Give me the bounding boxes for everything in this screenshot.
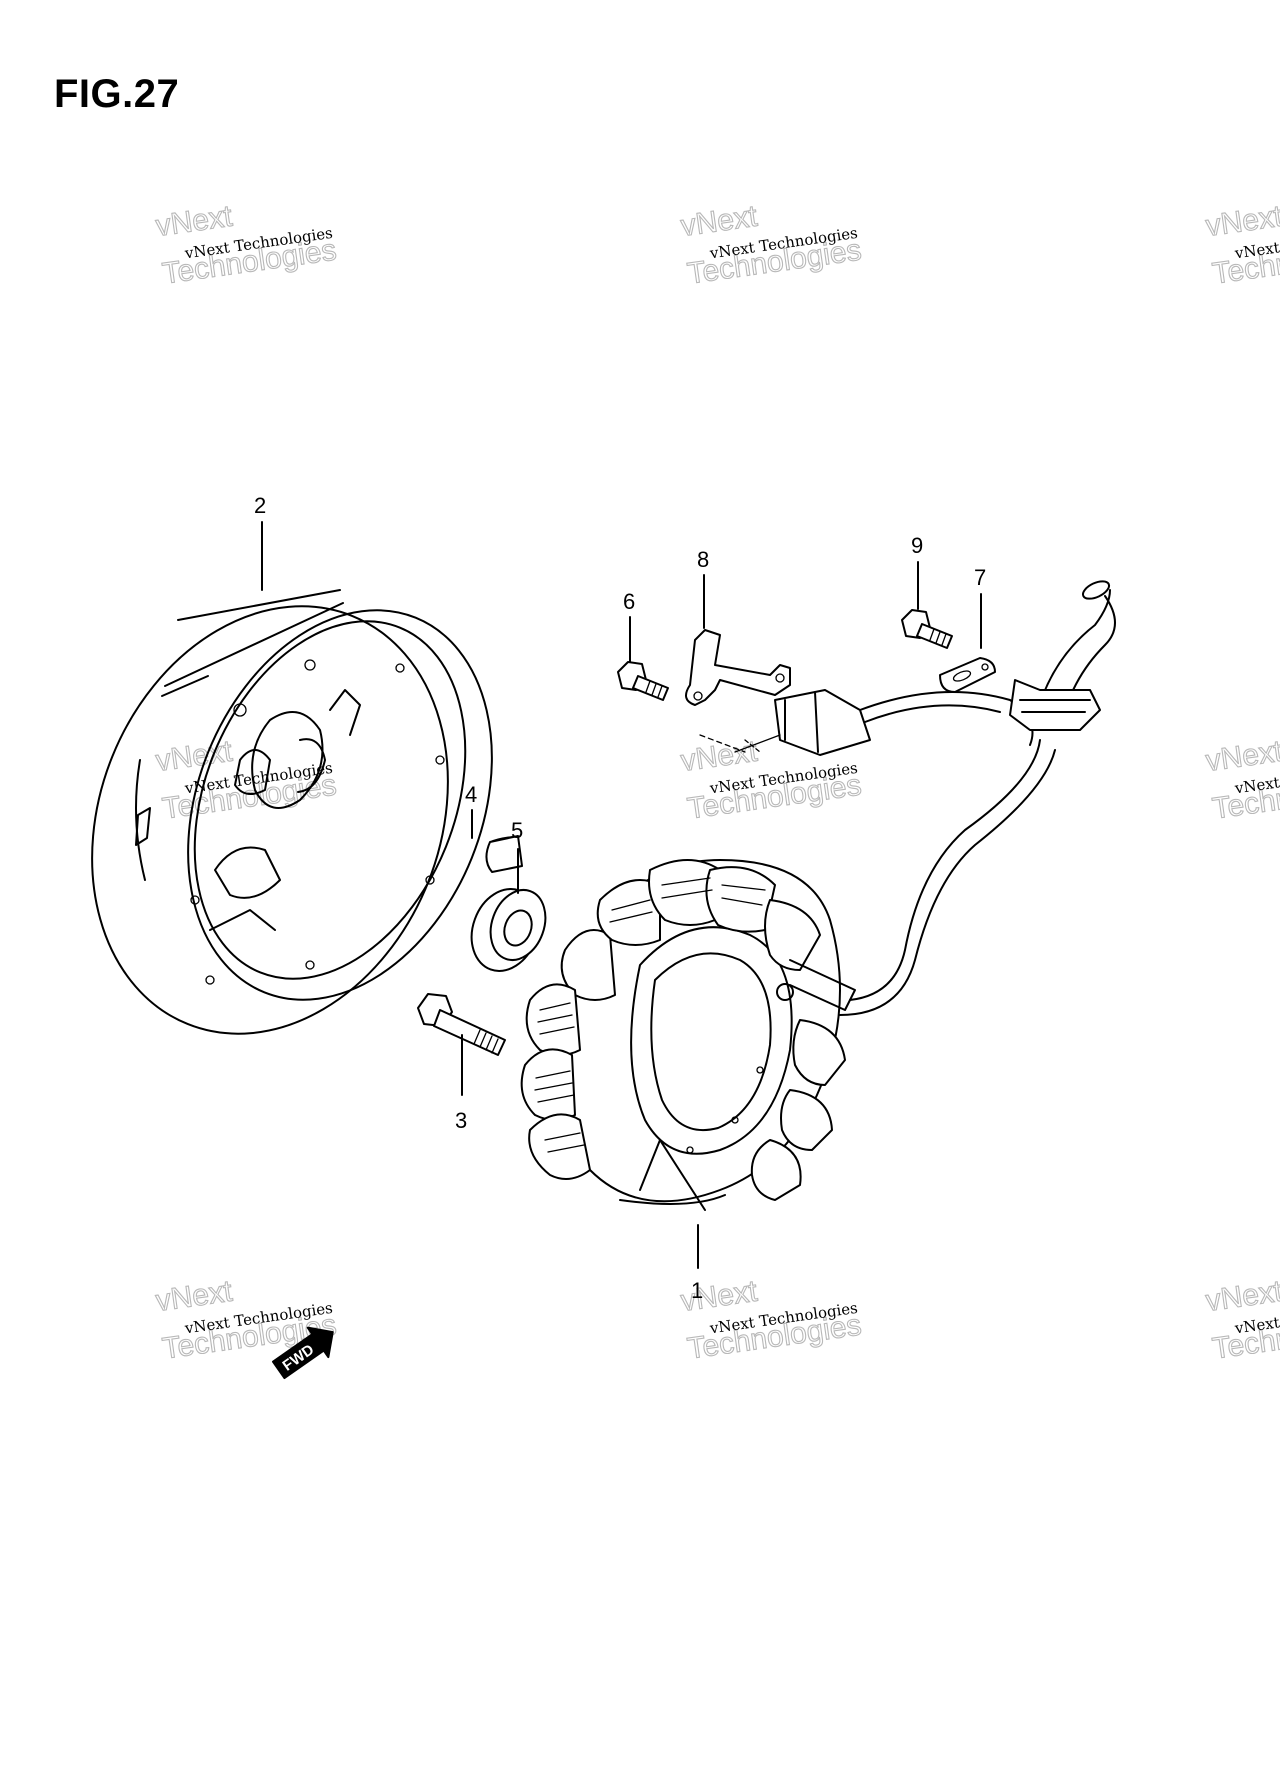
spacer [470, 888, 547, 972]
callout-5: 5 [511, 818, 523, 894]
callout-4: 4 [465, 782, 477, 839]
watermark: vNext Technologies vNext Technologies [678, 199, 864, 291]
woodruff-key [485, 835, 523, 873]
watermark: vNext Technologies vNext Technologies [153, 734, 339, 826]
callout-label-9: 9 [911, 533, 923, 558]
callout-3: 3 [455, 1034, 467, 1133]
watermark: vNext Technologies vNext Technologies [1203, 1274, 1280, 1366]
watermark-outline-top: vNext [679, 200, 760, 243]
watermark-outline-top: vNext [1204, 735, 1280, 778]
watermark-outline-top: vNext [154, 200, 235, 243]
stator [520, 859, 856, 1211]
callout-9: 9 [911, 533, 923, 610]
watermark: vNext Technologies vNext Technologies [678, 1274, 864, 1366]
figure-title: FIG.27 [54, 72, 180, 116]
callout-8: 8 [697, 547, 709, 629]
watermark-outline-top: vNext [1204, 1275, 1280, 1318]
callout-label-2: 2 [254, 493, 266, 518]
watermark: vNext Technologies vNext Technologies [153, 199, 339, 291]
callout-2: 2 [254, 493, 266, 591]
bracket [685, 629, 791, 753]
wiring-lead [734, 580, 1116, 1016]
callout-label-1: 1 [691, 1278, 703, 1303]
callout-6: 6 [623, 589, 635, 663]
callout-label-5: 5 [511, 818, 523, 843]
screw-9 [901, 609, 953, 649]
screw-6 [617, 661, 669, 701]
watermark: vNext Technologies vNext Technologies [1203, 734, 1280, 826]
callout-1: 1 [691, 1224, 703, 1303]
callout-label-6: 6 [623, 589, 635, 614]
callout-label-8: 8 [697, 547, 709, 572]
clamp-plate [939, 657, 996, 693]
watermark-outline-top: vNext [1204, 200, 1280, 243]
callout-label-4: 4 [465, 782, 477, 807]
callouts: 1 2 3 4 5 6 7 8 [254, 493, 986, 1303]
callout-label-7: 7 [974, 565, 986, 590]
watermark-outline-top: vNext [154, 1275, 235, 1318]
watermark-outline-top: vNext [154, 735, 235, 778]
callout-7: 7 [974, 565, 986, 649]
rotor [91, 589, 493, 1035]
watermark-outline-top: vNext [679, 735, 760, 778]
callout-label-3: 3 [455, 1108, 467, 1133]
bolt [417, 993, 506, 1056]
watermark: vNext Technologies vNext Technologies [1203, 199, 1280, 291]
